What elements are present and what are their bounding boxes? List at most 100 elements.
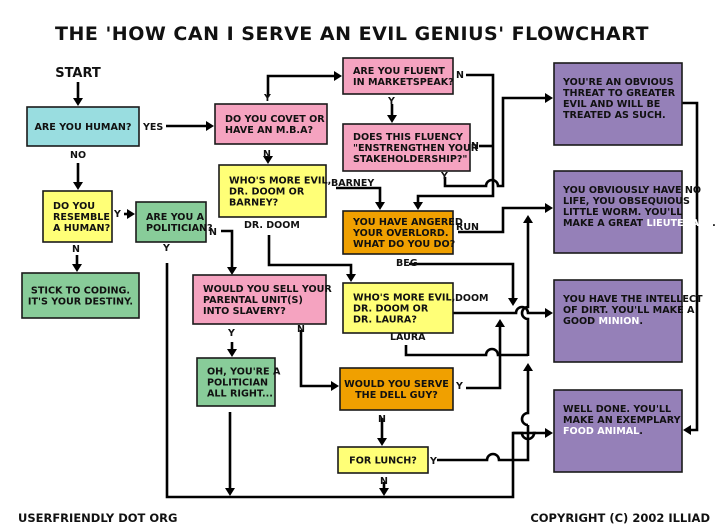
edge-doom-minion [453,305,545,315]
node-text-line: FOR LUNCH? [349,456,417,467]
text-segment: RESEMBLE [53,212,110,223]
arrowhead [683,425,691,435]
arrowhead [523,215,533,223]
node-text-line: FOOD ANIMAL. [563,426,643,437]
node-text-line: IN MARKETSPEAK? [353,77,454,88]
edge-label-human-no: NO [70,150,86,161]
text-segment: IN MARKETSPEAK? [353,77,454,88]
node-box [21,272,140,319]
node-text-line: WHO'S MORE EVIL, [353,293,455,304]
node-text-line: OF DIRT. YOU'LL MAKE A [563,305,695,316]
edge-label-resemble-y: Y [113,209,121,220]
text-segment: YOUR OVERLORD. [352,228,448,239]
node-text-line: EVIL AND WILL BE [563,99,660,110]
text-segment: . [712,218,716,229]
edge-label-laura: LAURA [390,332,426,343]
arrowhead [73,98,83,106]
arrowhead [508,298,518,306]
edge-label-fluency-n: N [471,141,479,152]
edge-label-marketspeak-n: N [456,70,464,81]
arrowhead [545,308,553,318]
node-text-line: ARE YOU A [146,212,205,223]
node-text-line: DR. DOOM OR [229,187,305,198]
node-text-line: PARENTAL UNIT(S) [203,295,303,306]
node-text-line: YOU'RE AN OBVIOUS [562,77,674,88]
node-text-line: ARE YOU FLUENT [353,66,445,77]
node-box [553,279,683,363]
text-segment: DR. DOOM OR [353,304,429,315]
arrowhead [346,274,356,282]
text-segment: WHO'S MORE EVIL, [353,293,455,304]
node-text-line: LIFE, YOU OBSEQUIOUS [563,196,690,207]
node-box [339,367,454,411]
text-segment: POLITICIAN [207,378,268,389]
text-segment: WOULD YOU SERVE [344,379,449,390]
text-segment: A HUMAN? [53,223,110,234]
edge-label-lunch-y: Y [429,456,437,467]
edge-mba-marketspeak [266,74,334,97]
edge-label-sell-n: N [297,324,305,335]
edge-column-up [520,370,530,427]
text-segment: "ENSTRENGTHEN YOUR [353,143,479,154]
text-segment: LITTLE WORM. YOU'LL [563,207,682,218]
node-box [342,282,454,334]
arrowhead [375,202,385,210]
arrowhead [523,363,533,371]
node-text-line: STICK TO CODING. [31,286,130,297]
arrowhead [206,121,214,131]
text-segment: YOU'RE AN OBVIOUS [562,77,674,88]
edge-doom-doomlaura [267,235,353,276]
node-box [26,106,140,147]
node-box [342,57,454,95]
node-text-line: WHO'S MORE EVIL, [229,176,331,187]
node-box [192,274,327,325]
edge-politician-sell [221,229,234,268]
arrowhead [413,202,423,210]
arrowhead [545,428,553,438]
edge-label-fluency-y: Y [440,171,448,182]
text-segment: EVIL AND WILL BE [563,99,660,110]
text-segment: YOU HAVE THE INTELLECT [562,294,703,305]
node-box [342,210,454,255]
edge-dell-y [466,326,502,390]
edge-label-doom: DOOM [455,293,489,304]
edge-label-resemble-n: N [72,244,80,255]
arrowhead [227,267,237,275]
node-text-line: POLITICIAN? [146,223,213,234]
text-segment: THREAT TO GREATER [563,88,676,99]
footer-site: USERFRIENDLY DOT ORG [18,511,177,525]
edge-bottom-food [513,431,545,441]
node-text-line: RESEMBLE [53,212,110,223]
node-box [196,357,276,407]
edge-label-lunch-n: N [380,476,388,487]
highlight-word: FOOD [563,426,594,437]
edge-label-dr-doom: DR. DOOM [244,220,300,231]
text-segment: STICK TO CODING. [31,286,130,297]
edge-label-beg: BEG [396,258,418,269]
edge-threat-food [682,101,699,432]
text-segment: HAVE AN M.B.A? [225,125,313,136]
node-text-line: LITTLE WORM. YOU'LL [563,207,682,218]
arrowhead [73,182,83,190]
text-segment: GOOD [563,316,599,327]
text-segment: WHAT DO YOU DO? [353,239,455,250]
edge-sell-dell [299,330,332,388]
node-box [342,123,471,172]
text-segment: MAKE A GREAT [563,218,646,229]
text-segment: . [639,426,643,437]
node-text-line: DR. DOOM OR [353,304,429,315]
text-segment: STAKEHOLDERSHIP?" [353,154,467,165]
text-segment: TREATED AS SUCH. [563,110,666,121]
text-segment: IT'S YOUR DESTINY. [28,297,133,308]
arrowhead [127,209,135,219]
edge-laura [404,345,528,357]
node-text-line: OH, YOU'RE A [207,367,281,378]
node-text-line: YOUR OVERLORD. [352,228,448,239]
node-text-line: INTO SLAVERY? [203,306,286,317]
text-segment: OF DIRT. YOU'LL MAKE A [563,305,695,316]
node-text-line: IT'S YOUR DESTINY. [28,297,133,308]
text-segment: WHO'S MORE EVIL, [229,176,331,187]
